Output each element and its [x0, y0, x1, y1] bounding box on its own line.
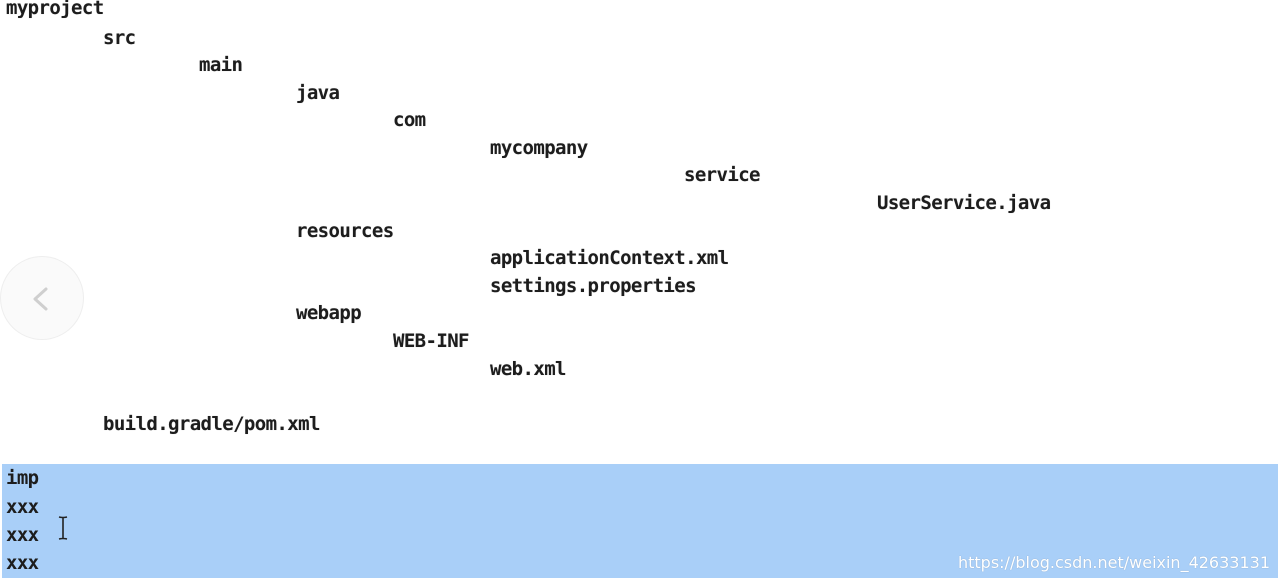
tree-line-java: java: [296, 82, 340, 104]
tree-line-src: src: [103, 27, 136, 49]
tree-line-webapp: webapp: [296, 302, 362, 324]
previous-button[interactable]: [0, 256, 84, 340]
selected-line-imp[interactable]: imp: [6, 467, 39, 489]
watermark-url: https://blog.csdn.net/weixin_42633131: [957, 553, 1270, 572]
text-cursor-icon: [58, 516, 68, 540]
tree-line-web-inf: WEB-INF: [393, 330, 469, 352]
tree-line-settings-properties: settings.properties: [490, 275, 697, 297]
selected-line-xxx-1[interactable]: xxx: [6, 496, 39, 518]
selected-line-xxx-2[interactable]: xxx: [6, 524, 39, 546]
tree-line-applicationcontext-xml: applicationContext.xml: [490, 247, 729, 269]
chevron-left-icon: [33, 287, 48, 311]
tree-line-userservice-java: UserService.java: [877, 192, 1051, 214]
selected-text-block[interactable]: [2, 464, 1278, 578]
tree-line-myproject: myproject: [6, 0, 104, 19]
tree-line-mycompany: mycompany: [490, 137, 588, 159]
tree-line-build-gradle-pom-xml: build.gradle/pom.xml: [103, 413, 320, 435]
tree-line-web-xml: web.xml: [490, 358, 566, 380]
tree-line-service: service: [684, 164, 760, 186]
selected-line-xxx-3[interactable]: xxx: [6, 552, 39, 574]
tree-line-com: com: [393, 109, 426, 131]
tree-line-main: main: [199, 54, 243, 76]
tree-line-resources: resources: [296, 220, 394, 242]
